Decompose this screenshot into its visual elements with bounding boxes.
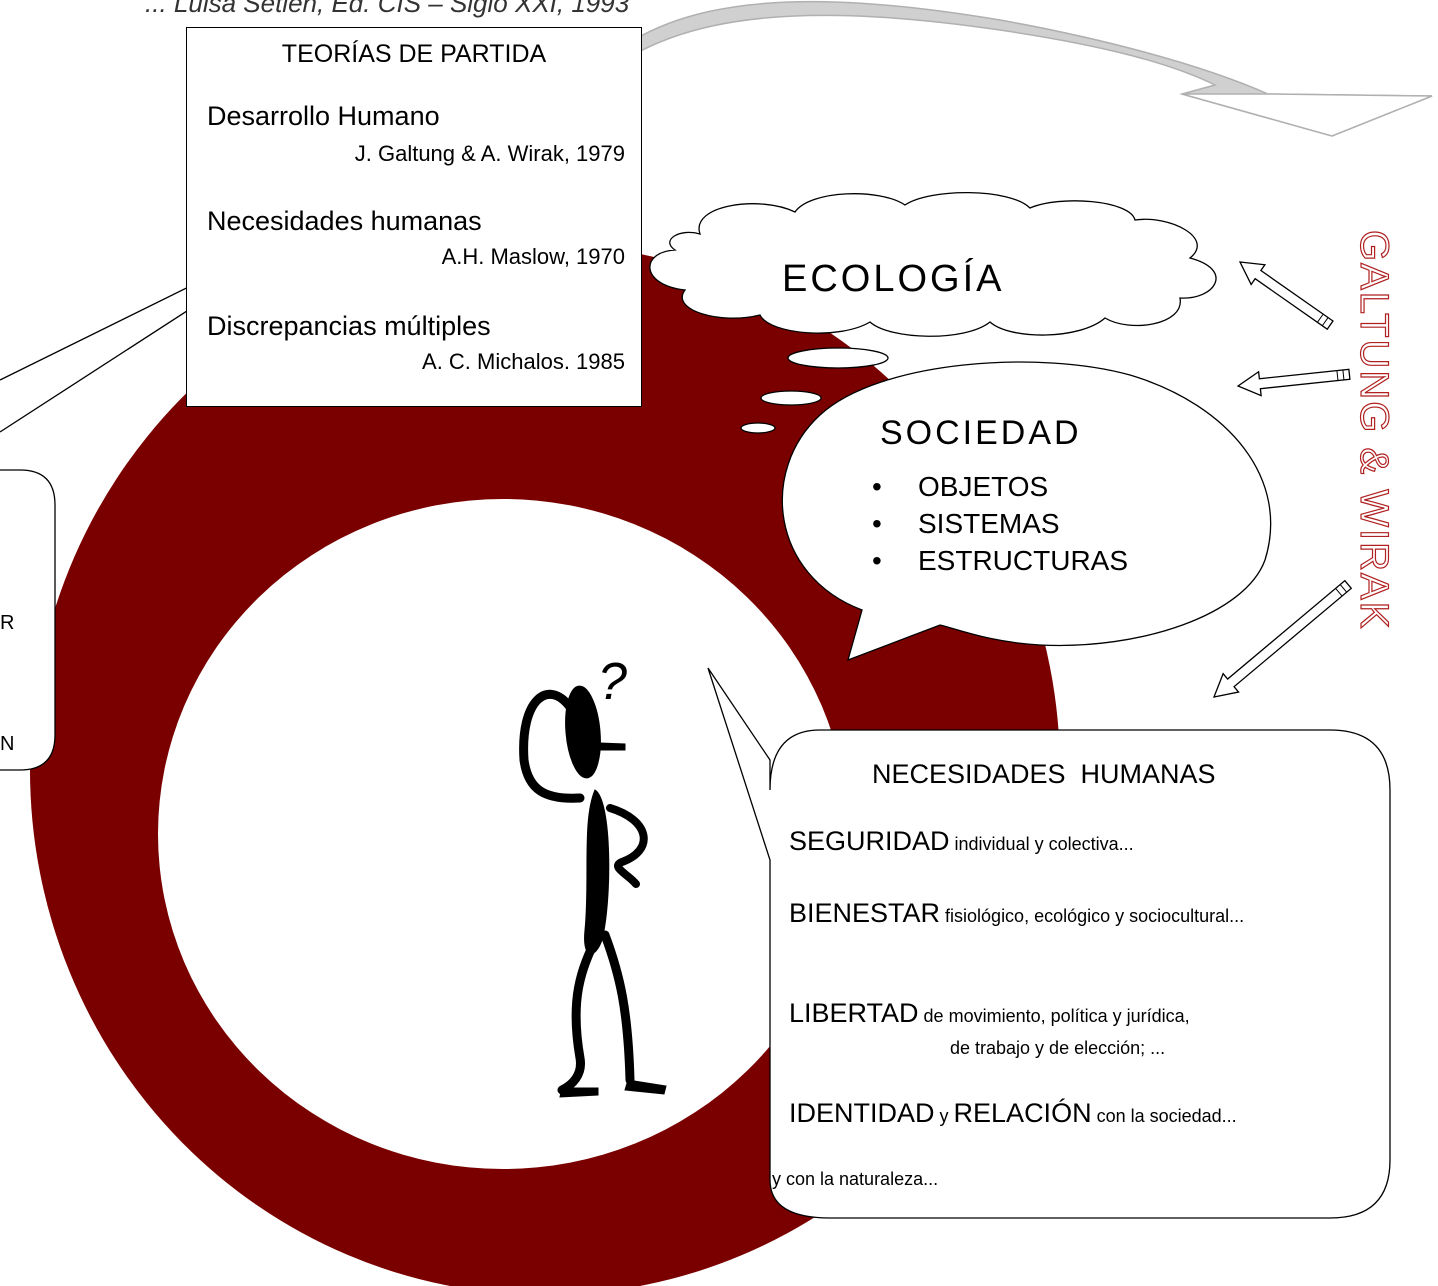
theory-name: Necesidades humanas: [207, 206, 482, 236]
arrow-to-ecologia: [1238, 261, 1334, 331]
need-key: RELACIÓN: [953, 1098, 1092, 1128]
galtung-wirak-label: GALTUNG & WIRAK: [1351, 229, 1396, 631]
theory-author: A.H. Maslow, 1970: [441, 244, 625, 269]
need-key: SEGURIDAD: [789, 826, 950, 856]
theories-box: TEORÍAS DE PARTIDA Desarrollo Humano J. …: [186, 27, 642, 407]
inner-circle: [158, 499, 848, 1169]
thought-bubble-3: [740, 422, 776, 434]
left-callout-box: [0, 469, 56, 771]
theory-name: Desarrollo Humano: [207, 101, 440, 131]
sociedad-item: SISTEMAS: [872, 505, 1128, 542]
left-fragment: N: [0, 733, 15, 755]
need-key: LIBERTAD: [789, 998, 919, 1028]
left-fragment: R: [0, 612, 15, 634]
question-mark: ?: [598, 653, 627, 711]
need-bienestar: BIENESTAR fisiológico, ecológico y socio…: [789, 900, 1259, 930]
theory-author: J. Galtung & A. Wirak, 1979: [354, 141, 625, 166]
need-libertad: LIBERTAD de movimiento, política y juríd…: [789, 1000, 1349, 1030]
need-text: fisiológico, ecológico y sociocultural..…: [940, 906, 1245, 926]
ecologia-cloud: [649, 191, 1217, 337]
need-seguridad: SEGURIDAD individual y colectiva...: [789, 828, 1349, 858]
need-key: IDENTIDAD: [789, 1098, 935, 1128]
thought-bubble-2: [760, 390, 822, 406]
sociedad-item: OBJETOS: [872, 468, 1128, 505]
need-identidad-cont: y con la naturaleza...: [772, 1169, 939, 1189]
arrow-to-necesidades: [1212, 579, 1353, 698]
sociedad-item: ESTRUCTURAS: [872, 542, 1128, 579]
theory-author: A. C. Michalos. 1985: [422, 349, 625, 374]
need-libertad-cont: de trabajo y de elección; ...: [950, 1038, 1166, 1058]
need-text: con la sociedad...: [1091, 1106, 1237, 1126]
need-identidad: IDENTIDAD y RELACIÓN con la sociedad...: [789, 1100, 1249, 1130]
arrow-to-sociedad: [1236, 368, 1351, 397]
need-connector: y: [934, 1106, 954, 1126]
theory-name: Discrepancias múltiples: [207, 311, 491, 341]
theories-title: TEORÍAS DE PARTIDA: [281, 40, 547, 68]
need-text: de movimiento, política y jurídica,: [918, 1006, 1190, 1026]
necesidades-title: NECESIDADES HUMANAS: [872, 759, 1216, 789]
necesidades-callout: [707, 667, 1391, 1219]
thinking-person: [519, 685, 667, 1098]
need-key: BIENESTAR: [789, 898, 941, 928]
thought-bubble-1: [787, 347, 889, 369]
sociedad-title: SOCIEDAD: [880, 414, 1082, 452]
ecologia-label: ECOLOGÍA: [782, 258, 1005, 300]
sociedad-list: OBJETOS SISTEMAS ESTRUCTURAS: [872, 468, 1128, 579]
curved-arrow-head: [1181, 93, 1433, 137]
citation: ... Luisa Setien, Ed. CIS – Siglo XXI, 1…: [145, 0, 630, 18]
need-text: individual y colectiva...: [949, 834, 1134, 854]
